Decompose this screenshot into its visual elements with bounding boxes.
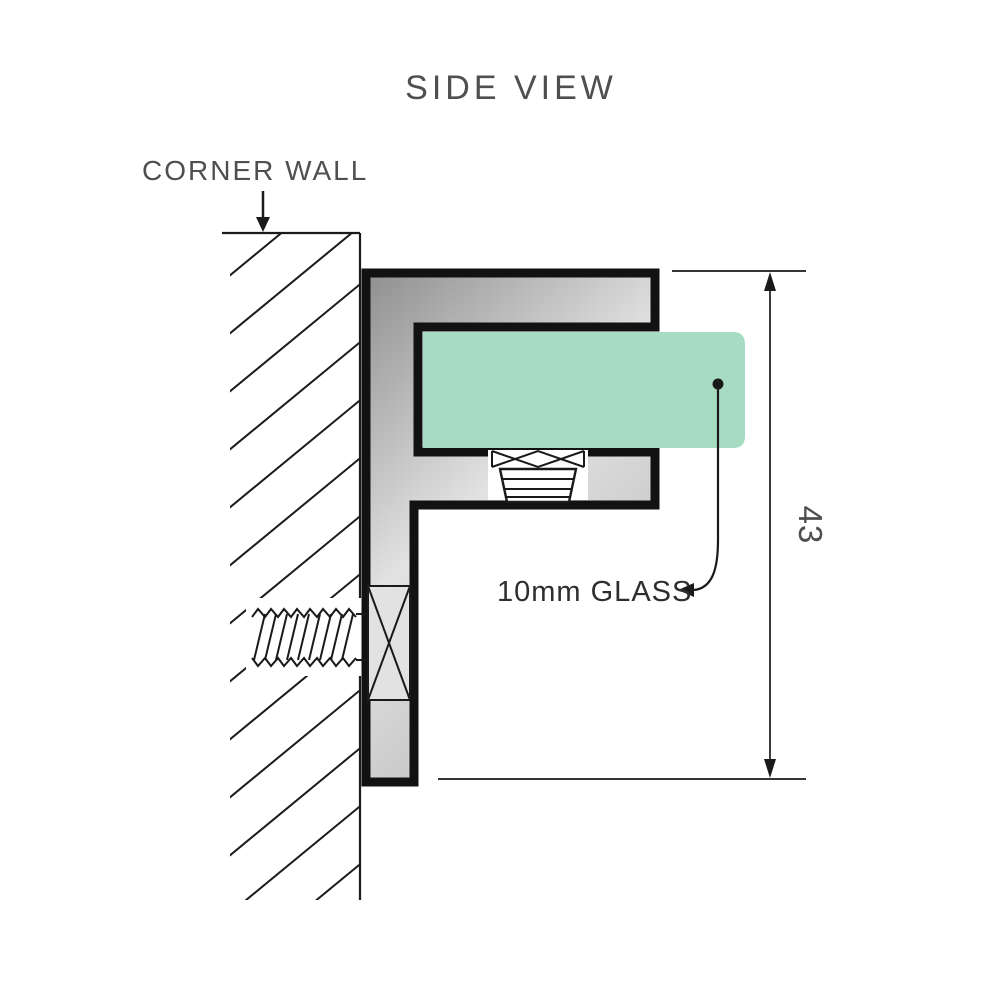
dimension-arrowhead-top-icon: [764, 272, 776, 291]
diagram-title: SIDE VIEW: [405, 69, 617, 107]
glass-panel: [423, 332, 745, 448]
wall-lines: [222, 231, 362, 900]
grub-screw-washer-line: [491, 450, 585, 469]
dimension-arrowhead-bottom-icon: [764, 759, 776, 778]
glass-leader: [678, 378, 724, 597]
screw-flank: [341, 613, 354, 661]
corner-wall-arrow: [256, 191, 270, 232]
hatch-line: [230, 282, 360, 393]
hatch-line: [244, 804, 360, 900]
screw-flank: [319, 613, 332, 661]
screw-flank: [297, 613, 310, 661]
corner-wall-arrowhead-icon: [256, 217, 270, 232]
wall-screw: [251, 585, 411, 701]
screw-flank: [308, 613, 321, 661]
screw-head-diagonal: [367, 585, 411, 701]
glass-leader-line: [693, 388, 720, 592]
hatch-line: [230, 340, 360, 451]
hatch-line: [230, 398, 360, 509]
wall-hatching: [230, 234, 360, 900]
corner-wall-label: CORNER WALL: [142, 155, 368, 186]
screw-flank: [275, 613, 288, 661]
screw-flank: [264, 613, 277, 661]
screw-flank: [330, 613, 343, 661]
dimension: [438, 270, 806, 780]
grub-screw-body: [498, 467, 578, 504]
hatch-line: [230, 514, 360, 625]
grub-screw-washer-line: [491, 449, 585, 468]
screw-flank: [286, 613, 299, 661]
glass-label: 10mm GLASS: [497, 576, 692, 608]
bracket-body: [361, 268, 660, 787]
screw-flank: [253, 613, 266, 661]
hatch-line: [230, 688, 360, 799]
dimension-label: 43: [792, 506, 829, 545]
screw-thread-top: [251, 607, 357, 619]
hatch-line: [230, 234, 353, 335]
glass-leader-dot: [712, 378, 724, 390]
glass-leader-arrowhead-icon: [678, 583, 694, 597]
hatch-line: [230, 746, 360, 857]
screw-thread-bottom: [251, 656, 357, 668]
hatch-line: [314, 862, 360, 900]
hatch-line: [230, 456, 360, 567]
grub-screw: [488, 449, 588, 504]
